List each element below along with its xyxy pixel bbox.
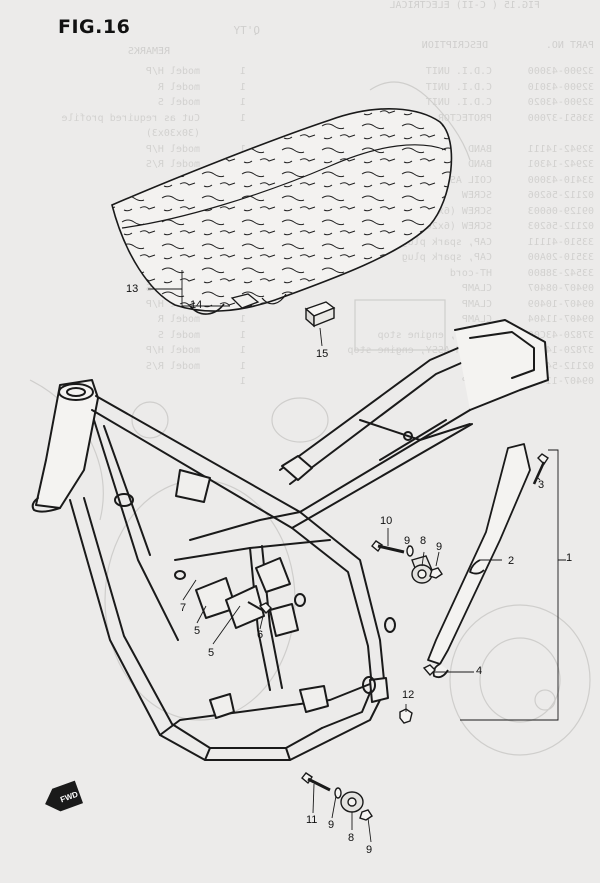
callout-3: 3: [538, 479, 545, 491]
fwd-direction-badge: FWD: [45, 780, 84, 812]
callout-9-upper-right: 9: [436, 541, 443, 553]
callout-4: 4: [476, 665, 483, 677]
callout-11: 11: [306, 814, 318, 826]
callout-7: 7: [180, 602, 187, 614]
callout-15: 15: [316, 348, 329, 360]
callout-14: 14: [190, 299, 203, 311]
seat-grommet-part-14: [230, 293, 260, 309]
callout-8-upper: 8: [420, 535, 427, 547]
hardware-parts: [247, 453, 549, 821]
seat: [111, 108, 453, 315]
figure-title: FIG.16: [58, 16, 131, 38]
callout-8-lower: 8: [348, 832, 355, 844]
callout-2: 2: [508, 555, 515, 567]
callout-13: 13: [126, 283, 139, 295]
callout-5-left: 5: [194, 625, 201, 637]
callout-9-upper-left: 9: [404, 535, 411, 547]
main-frame: [31, 319, 549, 761]
callout-1: 1: [566, 552, 573, 564]
rear-frame-part-2: [427, 443, 531, 679]
callout-12: 12: [402, 689, 415, 701]
callout-6: 6: [257, 629, 264, 641]
protector-pad-part-15: [304, 301, 336, 328]
leader-lines: [148, 270, 566, 843]
callout-5-right: 5: [208, 647, 215, 659]
callout-9-lower-right: 9: [366, 844, 373, 856]
callout-10: 10: [380, 515, 393, 527]
callout-9-lower-left: 9: [328, 819, 335, 831]
